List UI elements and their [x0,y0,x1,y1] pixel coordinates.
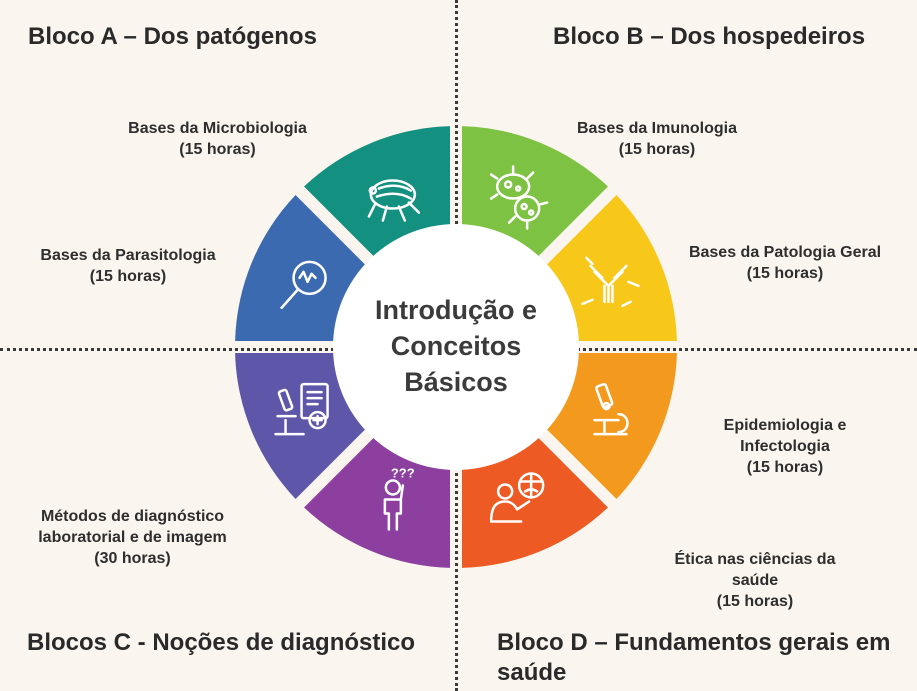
label-etica-line2: saúde [731,572,779,589]
microscope-icon [593,382,629,436]
flea-icon [367,179,421,222]
block-c-title: Blocos C - Noções de diagnóstico [27,629,416,656]
label-etica-hours: (15 horas) [716,593,794,610]
center-title-line1: Introdução e [374,295,537,325]
label-epidemiologia: Epidemiologia e Infectologia (15 horas) [685,415,885,478]
antibody-icon [581,256,640,308]
label-diagnostico: Métodos de diagnóstico laboratorial e de… [20,506,245,569]
label-diagnostico-line2: laboratorial e de imagem [38,529,227,546]
label-microbiologia-name: Bases da Microbiologia [128,120,307,137]
block-d-title-line1: Bloco D – Fundamentos gerais em [497,629,891,656]
label-patologia-hours: (15 horas) [746,265,824,282]
label-diagnostico-hours: (30 horas) [94,550,171,567]
magnifier-icon [280,260,327,310]
center-title-line3: Básicos [404,367,508,397]
label-patologia-name: Bases da Patologia Geral [688,244,882,261]
label-microbiologia-hours: (15 horas) [179,141,256,158]
center-title: Introdução e Conceitos Básicos [356,292,556,400]
block-a-title: Bloco A – Dos patógenos [28,23,317,50]
label-etica-line1: Ética nas ciências da [674,551,836,568]
center-title-line2: Conceitos [390,331,522,361]
bacteria-icon [489,165,549,230]
label-diagnostico-line1: Métodos de diagnóstico [40,508,225,525]
person-globe-icon [489,472,545,523]
label-etica: Ética nas ciências da saúde (15 horas) [650,549,860,612]
block-d-title-line2: saúde [497,659,567,686]
block-d-title: Bloco D – Fundamentos gerais em saúde [497,628,890,688]
label-parasitologia-name: Bases da Parasitologia [40,247,216,264]
block-b-title: Bloco B – Dos hospedeiros [553,23,866,50]
label-epidemiologia-line2: Infectologia [740,438,830,455]
label-parasitologia-hours: (15 horas) [89,268,167,285]
center-circle [333,224,579,470]
label-microbiologia: Bases da Microbiologia (15 horas) [105,118,330,160]
confused-person-icon: ??? [383,465,415,531]
label-imunologia-name: Bases da Imunologia [576,120,738,137]
label-patologia: Bases da Patologia Geral (15 horas) [665,242,905,284]
svg-text:???: ??? [391,465,415,480]
microscope-document-icon [274,382,329,436]
label-imunologia-hours: (15 horas) [618,141,696,158]
label-parasitologia: Bases da Parasitologia (15 horas) [28,245,228,287]
label-epidemiologia-line1: Epidemiologia e [723,417,847,434]
label-imunologia: Bases da Imunologia (15 horas) [547,118,767,160]
label-epidemiologia-hours: (15 horas) [746,459,824,476]
